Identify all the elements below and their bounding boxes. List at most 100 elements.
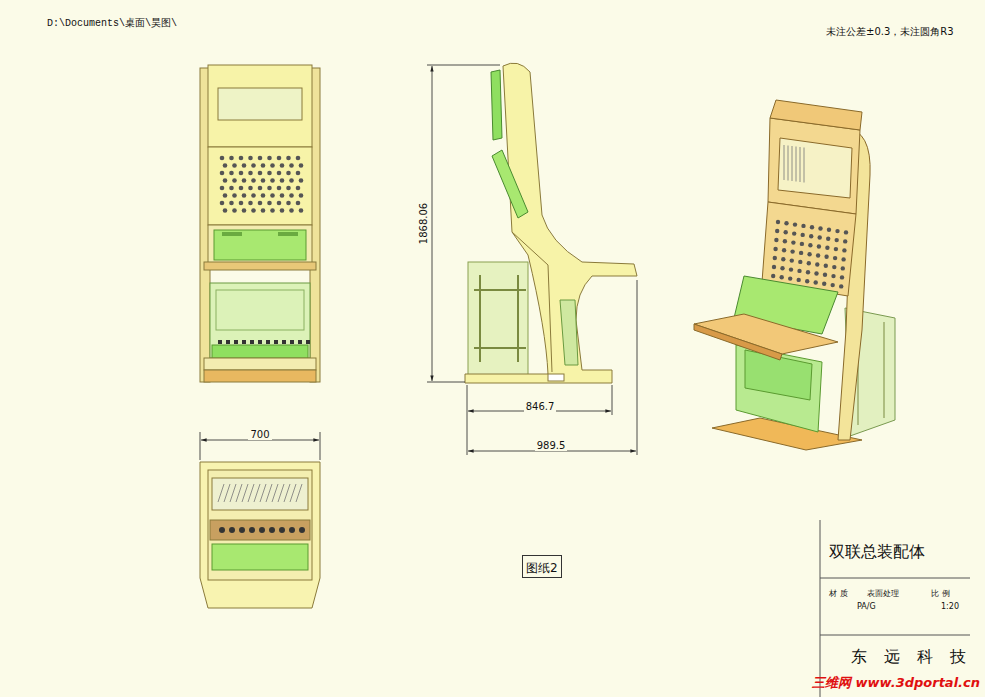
hole <box>270 178 275 183</box>
hole <box>223 193 228 198</box>
node-text: PA/G <box>857 603 876 612</box>
hole <box>798 260 802 264</box>
hole <box>267 171 272 176</box>
hatch <box>290 484 296 502</box>
file-path: D:\Documents\桌面\昊图\ <box>47 18 177 29</box>
hole <box>792 231 796 235</box>
hole <box>808 243 812 247</box>
hole <box>251 208 256 213</box>
hole <box>251 178 256 183</box>
hole <box>289 163 294 168</box>
sheet-tag: 图纸2 <box>522 555 562 578</box>
hole <box>270 193 275 198</box>
hole <box>834 247 838 251</box>
hole <box>242 208 247 213</box>
hole <box>239 201 244 206</box>
top-view <box>200 462 320 608</box>
hole <box>220 156 225 161</box>
hole <box>806 270 810 274</box>
hole <box>251 193 256 198</box>
hole <box>840 275 844 279</box>
node-text: 双联总装配体 <box>829 543 925 561</box>
hole <box>842 248 846 252</box>
button <box>226 340 230 344</box>
hole <box>823 273 827 277</box>
hole <box>258 171 263 176</box>
button <box>258 340 262 344</box>
hole <box>229 186 234 191</box>
hole <box>805 279 809 283</box>
hole <box>841 266 845 270</box>
node-text: 1:20 <box>941 603 959 612</box>
hole <box>286 201 291 206</box>
hole <box>782 248 786 252</box>
hatch <box>254 484 260 502</box>
dimension: 846.7 <box>524 401 557 412</box>
hole <box>775 229 779 233</box>
button <box>219 527 225 533</box>
hole <box>807 252 811 256</box>
hole <box>277 171 282 176</box>
hole <box>299 163 304 168</box>
hole <box>790 249 794 253</box>
button <box>306 340 310 344</box>
hole <box>220 171 225 176</box>
hole <box>776 220 780 224</box>
hole <box>232 178 237 183</box>
node-text: 表面处理 <box>867 590 899 599</box>
hole <box>220 201 225 206</box>
hole <box>841 257 845 261</box>
hole <box>280 163 285 168</box>
hole <box>286 156 291 161</box>
hole <box>774 238 778 242</box>
vent <box>792 146 793 181</box>
watermark: 三维网 www.3dportal.cn <box>812 676 980 690</box>
hatch <box>278 484 284 502</box>
button <box>279 527 285 533</box>
button <box>250 340 254 344</box>
hole <box>267 156 272 161</box>
hole <box>299 193 304 198</box>
hole <box>816 253 820 257</box>
button <box>242 340 246 344</box>
hole <box>781 257 785 261</box>
hole <box>296 156 301 161</box>
hole <box>780 275 784 279</box>
vent <box>784 145 785 180</box>
company-cell: 东 远 科 技 <box>821 636 976 676</box>
hole <box>784 230 788 234</box>
button <box>289 527 295 533</box>
hole <box>242 193 247 198</box>
hole <box>814 280 818 284</box>
hole <box>789 267 793 271</box>
button <box>259 527 265 533</box>
hole <box>286 171 291 176</box>
hole <box>831 283 835 287</box>
hole <box>223 163 228 168</box>
vent <box>788 146 789 181</box>
hole <box>790 258 794 262</box>
hole <box>261 163 266 168</box>
hole <box>843 239 847 243</box>
hole <box>773 256 777 260</box>
button <box>282 340 286 344</box>
hole <box>810 225 814 229</box>
node-text: 图纸2 <box>526 562 558 575</box>
note: 未注公差±0.3，未注圆角R3 <box>826 26 954 37</box>
hatch <box>230 484 236 502</box>
node-text: 材 质 <box>829 590 848 599</box>
hole <box>270 163 275 168</box>
hole <box>232 193 237 198</box>
hatch <box>284 484 290 502</box>
hole <box>248 171 253 176</box>
hole <box>815 262 819 266</box>
button <box>269 527 275 533</box>
hatch <box>248 484 254 502</box>
hole <box>296 186 301 191</box>
hole <box>223 208 228 213</box>
hole <box>807 261 811 265</box>
hole <box>773 247 777 251</box>
hole <box>248 186 253 191</box>
hatch <box>260 484 266 502</box>
hole <box>289 178 294 183</box>
